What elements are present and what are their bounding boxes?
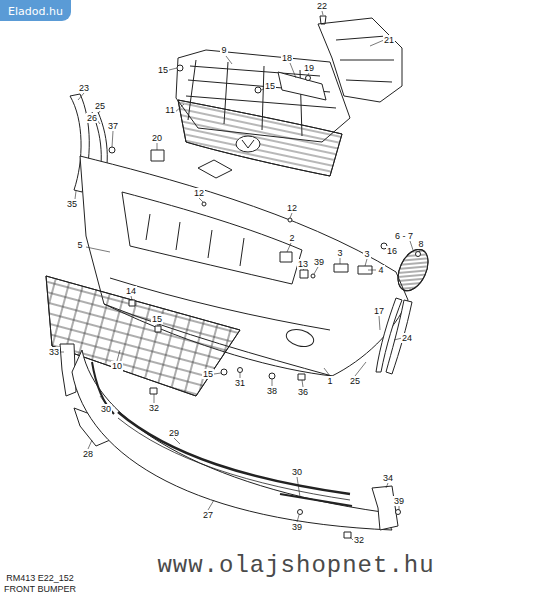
callout-number: 38	[266, 386, 278, 396]
callout-number: 28	[82, 449, 94, 459]
callout-number: 20	[151, 133, 163, 143]
callout-number: 27	[202, 510, 214, 520]
callout-number: 13	[297, 259, 309, 269]
callout-number: 3	[363, 249, 370, 259]
callout-number: 22	[316, 1, 328, 11]
callout-number: 23	[78, 83, 90, 93]
callout-number: 12	[286, 203, 298, 213]
callout-number: 34	[382, 473, 394, 483]
callout-number: 6 - 7	[394, 231, 414, 241]
callout-number: 9	[220, 45, 227, 55]
callout-number: 17	[373, 306, 385, 316]
callout-number: 39	[291, 522, 303, 532]
callout-number: 32	[148, 403, 160, 413]
callout-number: 10	[111, 361, 123, 371]
callout-number: 25	[94, 101, 106, 111]
callout-number: 3	[336, 248, 343, 258]
callout-number: 24	[401, 333, 413, 343]
callout-number: 39	[393, 496, 405, 506]
callout-number: 11	[164, 105, 175, 115]
callout-number: 15	[202, 369, 214, 379]
callout-number: 21	[383, 35, 395, 45]
callout-number: 16	[386, 246, 398, 256]
callout-number: 15	[264, 81, 276, 91]
callout-number: 15	[157, 65, 169, 75]
callout-number: 32	[353, 535, 365, 545]
callout-number: 26	[86, 113, 98, 123]
callout-number: 12	[193, 188, 205, 198]
site-badge: Eladod.hu	[0, 0, 71, 21]
callout-number: 37	[107, 121, 119, 131]
callout-number: 31	[234, 378, 246, 388]
watermark: www.olajshopnet.hu	[156, 553, 435, 579]
drawing-code: RM413 E22_152	[5, 573, 75, 583]
callout-number: 8	[417, 239, 424, 249]
badge-text: Eladod.hu	[8, 5, 63, 18]
callout-number: 2	[288, 233, 295, 243]
callout-number: 15	[151, 314, 163, 324]
callout-number: 30	[291, 467, 303, 477]
callout-number: 33	[48, 347, 60, 357]
callout-number: 18	[281, 53, 293, 63]
callout-number: 14	[125, 286, 137, 296]
callout-number: 39	[313, 257, 325, 267]
callout-number: 5	[76, 240, 83, 250]
callout-number: 19	[303, 63, 315, 73]
callout-number: 29	[168, 428, 180, 438]
callout-number: 36	[297, 387, 309, 397]
callout-number: 30	[100, 404, 112, 414]
callout-number: 4	[377, 265, 384, 275]
callout-number: 35	[66, 199, 78, 209]
callout-number: 25	[349, 376, 361, 386]
callout-number: 1	[326, 376, 333, 386]
caption: FRONT BUMPER	[3, 584, 77, 594]
